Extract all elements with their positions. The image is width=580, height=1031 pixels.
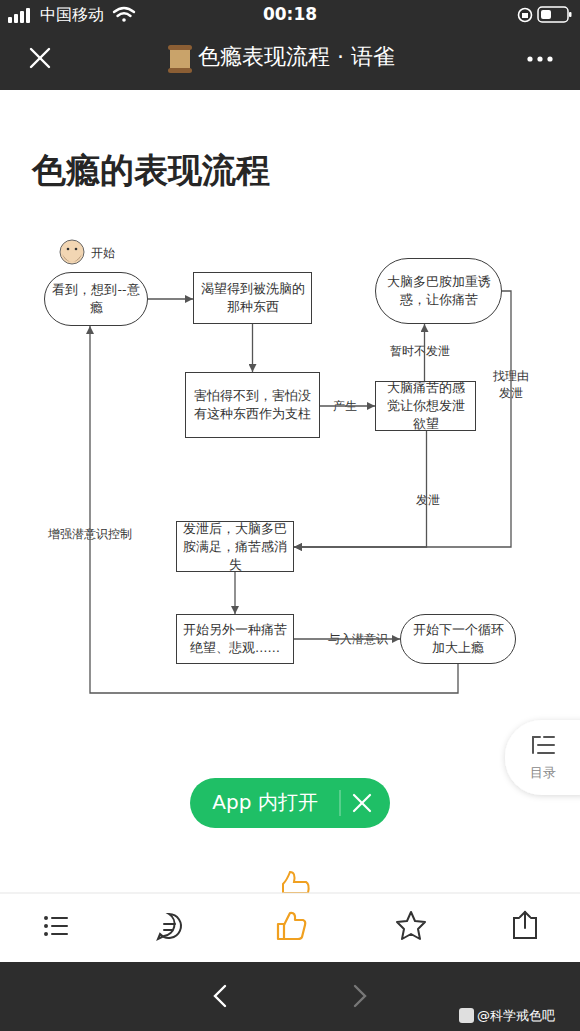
forward-arrow xyxy=(355,986,365,1006)
node-text: 大脑多巴胺加重诱惑，让你痛苦 xyxy=(382,273,495,309)
avatar-icon xyxy=(60,240,84,264)
process-box: 大脑痛苦的感觉让你想发泄欲望 xyxy=(375,381,476,431)
page-title: 色瘾表现流程 · 语雀 xyxy=(198,43,395,71)
text-stack: 大脑多巴胺加重诱惑，让你痛苦 xyxy=(382,273,495,309)
node-text: 看到，想到--意瘾 xyxy=(51,281,141,317)
process-box: 渴望得到被洗脑的那种东西 xyxy=(193,272,312,324)
share-icon xyxy=(514,912,536,938)
toc-tab xyxy=(505,720,580,795)
wifi-icon xyxy=(114,8,134,22)
process-box: 发泄后，大脑多巴胺满足，痛苦感消失 xyxy=(176,521,294,572)
text-stack: 渴望得到被洗脑的那种东西 xyxy=(200,280,305,316)
top-bar xyxy=(0,0,580,90)
node-text: 开始另外一种痛苦绝望、悲观…… xyxy=(183,621,287,657)
text-stack: 看到，想到--意瘾 xyxy=(51,281,141,317)
signal-icon xyxy=(8,8,30,23)
flow-arrow xyxy=(294,638,400,639)
page-heading: 色瘾的表现流程 xyxy=(32,148,270,194)
edge-label: 产生 xyxy=(331,397,359,416)
process-box: 开始另外一种痛苦绝望、悲观…… xyxy=(176,614,294,664)
node-text: 渴望得到被洗脑的那种东西 xyxy=(200,280,305,316)
rotation-lock-icon xyxy=(519,9,532,22)
close-icon xyxy=(31,49,49,67)
flow-arrow xyxy=(148,298,193,299)
like-icon xyxy=(278,913,305,939)
terminal-pill: 开始下一个循环加大上瘾 xyxy=(400,614,516,664)
toolbar-divider xyxy=(0,893,580,894)
process-box: 害怕得不到，害怕没有这种东西作为支柱 xyxy=(185,372,320,438)
terminal-pill: 大脑多巴胺加重诱惑，让你痛苦 xyxy=(375,258,502,324)
browser-nav xyxy=(0,962,580,1031)
clock-time: 00:18 xyxy=(240,3,340,26)
button-label: App 内打开 xyxy=(190,789,340,815)
flow-arrow xyxy=(234,572,235,614)
terminal-pill: 看到，想到--意瘾 xyxy=(44,272,148,326)
text-stack: 大脑痛苦的感觉让你想发泄欲望 xyxy=(382,379,469,433)
flow-arrow xyxy=(252,324,253,372)
text-stack: 害怕得不到，害怕没有这种东西作为支柱 xyxy=(192,387,313,423)
carrier-name: 中国移动 xyxy=(40,4,104,26)
watermark: @科学戒色吧 xyxy=(477,1006,555,1025)
text-stack: 发泄后，大脑多巴胺满足，痛苦感消失 xyxy=(183,520,287,574)
start-label: 开始 xyxy=(91,244,115,262)
thumb-icon-faded xyxy=(283,872,309,893)
flow-arrow xyxy=(320,405,375,406)
text-stack: 开始另外一种痛苦绝望、悲观…… xyxy=(183,621,287,657)
node-text: 发泄后，大脑多巴胺满足，痛苦感消失 xyxy=(183,520,287,574)
flow-arrow xyxy=(424,324,425,381)
node-text: 大脑痛苦的感觉让你想发泄欲望 xyxy=(382,379,469,433)
edge-label: 找理由发泄 xyxy=(489,367,533,403)
battery-icon xyxy=(538,7,572,22)
scroll-icon xyxy=(168,45,192,73)
open-app-button xyxy=(190,778,390,828)
back-arrow xyxy=(215,986,225,1006)
toc-label: 目录 xyxy=(518,763,568,782)
edge-label: 暂时不发泄 xyxy=(388,342,452,361)
comment-icon xyxy=(158,914,181,939)
more-icon xyxy=(527,56,552,61)
list-icon xyxy=(45,917,67,935)
flow-arrow xyxy=(294,291,511,547)
node-text: 开始下一个循环加大上瘾 xyxy=(407,621,509,657)
watermark-logo xyxy=(459,1008,474,1023)
flow-arrow xyxy=(294,431,427,547)
edge-label: 增强潜意识控制 xyxy=(46,525,134,544)
star-icon xyxy=(397,912,425,939)
text-stack: 开始下一个循环加大上瘾 xyxy=(407,621,509,657)
edge-label: 发泄 xyxy=(414,491,442,510)
node-text: 害怕得不到，害怕没有这种东西作为支柱 xyxy=(192,387,313,423)
flow-arrow xyxy=(90,326,458,693)
bottom-toolbar xyxy=(0,893,580,962)
edge-label: 与入潜意识 xyxy=(326,630,390,649)
